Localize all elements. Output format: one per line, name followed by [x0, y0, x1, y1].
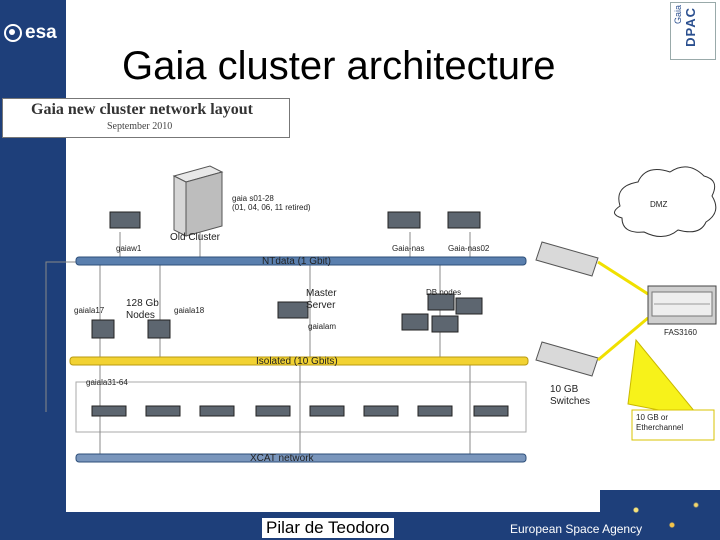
db-node-icon-4: [431, 315, 459, 333]
master-server-icon: [277, 301, 309, 319]
master-server-label: Master Server: [306, 288, 337, 311]
gaia-nas-label: Gaia-nas: [392, 244, 425, 253]
old-cluster-label: Old Cluster: [170, 232, 221, 243]
fas-storage-icon: [647, 285, 717, 325]
switch-icons: [535, 241, 599, 377]
page-title: Gaia cluster architecture: [122, 44, 556, 88]
galaxy-decoration-icon: [600, 490, 720, 540]
gaiaw1-label: gaiaw1: [116, 244, 142, 253]
storage-links: [597, 260, 649, 362]
compute-node-icon: [145, 405, 181, 417]
switches-label: 10 GB Switches: [550, 384, 591, 407]
channel-label: 10 GB or Etherchannel: [636, 413, 684, 432]
gaiala18-label: gaiala18: [174, 306, 205, 315]
rack-server-icons: [91, 211, 483, 339]
server-gaiala17-icon: [91, 319, 115, 339]
db-node-icon-2: [455, 297, 483, 315]
esa-logo-icon: [4, 23, 22, 42]
server-gaiaw1-icon: [109, 211, 141, 229]
left-brand-bar: [0, 0, 66, 512]
nodes-128gb-label: 128 Gb Nodes: [126, 298, 159, 321]
ntdata-label: NTdata (1 Gbit): [262, 256, 331, 267]
old-cluster-server-icon: [172, 165, 224, 237]
isolated-network-label: Isolated (10 Gbits): [256, 356, 338, 367]
compute-node-icon: [417, 405, 453, 417]
gaia-nas02-label: Gaia-nas02: [448, 244, 490, 253]
compute-node-icon: [473, 405, 509, 417]
xcat-network-bar: [75, 453, 527, 463]
db-nodes-label: DB nodes: [426, 288, 462, 297]
dpac-logo: Gaia DPAC: [670, 2, 716, 60]
server-gaia-nas02-icon: [447, 211, 481, 229]
server-gaia-nas-icon: [387, 211, 421, 229]
ntdata-network-bar: [75, 256, 527, 266]
agency-name: European Space Agency: [510, 522, 643, 536]
master-host-label: gaialam: [308, 322, 337, 331]
layout-heading-box: Gaia new cluster network layout Septembe…: [2, 98, 290, 138]
compute-node-icon: [199, 405, 235, 417]
compute-node-icon: [255, 405, 291, 417]
frame-line-left: [45, 261, 76, 412]
fas-label: FAS3160: [664, 328, 697, 337]
switch-lower-icon: [535, 341, 599, 377]
xcat-network-label: XCAT network: [250, 453, 314, 464]
compute-nodes-frame: [75, 381, 527, 433]
dmz-cloud-icon: [614, 166, 717, 237]
channel-callout-box: [631, 409, 715, 441]
presenter-name: Pilar de Teodoro: [262, 518, 394, 538]
esa-logo: esa: [4, 22, 64, 46]
db-node-icon-1: [427, 293, 455, 311]
compute-node-row: [91, 405, 509, 417]
layout-date: September 2010: [107, 121, 173, 132]
switch-upper-icon: [535, 241, 599, 277]
server-gaiala18-icon: [147, 319, 171, 339]
isolated-network-bar: [69, 356, 529, 366]
old-cluster-note: gaia s01-28 (01, 04, 06, 11 retired): [232, 194, 311, 212]
layout-heading: Gaia new cluster network layout: [31, 101, 253, 118]
nodes-range-label: gaiala31-64: [86, 378, 128, 387]
compute-node-icon: [363, 405, 399, 417]
esa-logo-text: esa: [25, 22, 57, 43]
compute-node-icon: [309, 405, 345, 417]
dmz-label: DMZ: [650, 200, 668, 209]
compute-node-icon: [91, 405, 127, 417]
db-node-icon-3: [401, 313, 429, 331]
gaiala17-label: gaiala17: [74, 306, 105, 315]
channel-callout-pointer: [627, 338, 702, 419]
